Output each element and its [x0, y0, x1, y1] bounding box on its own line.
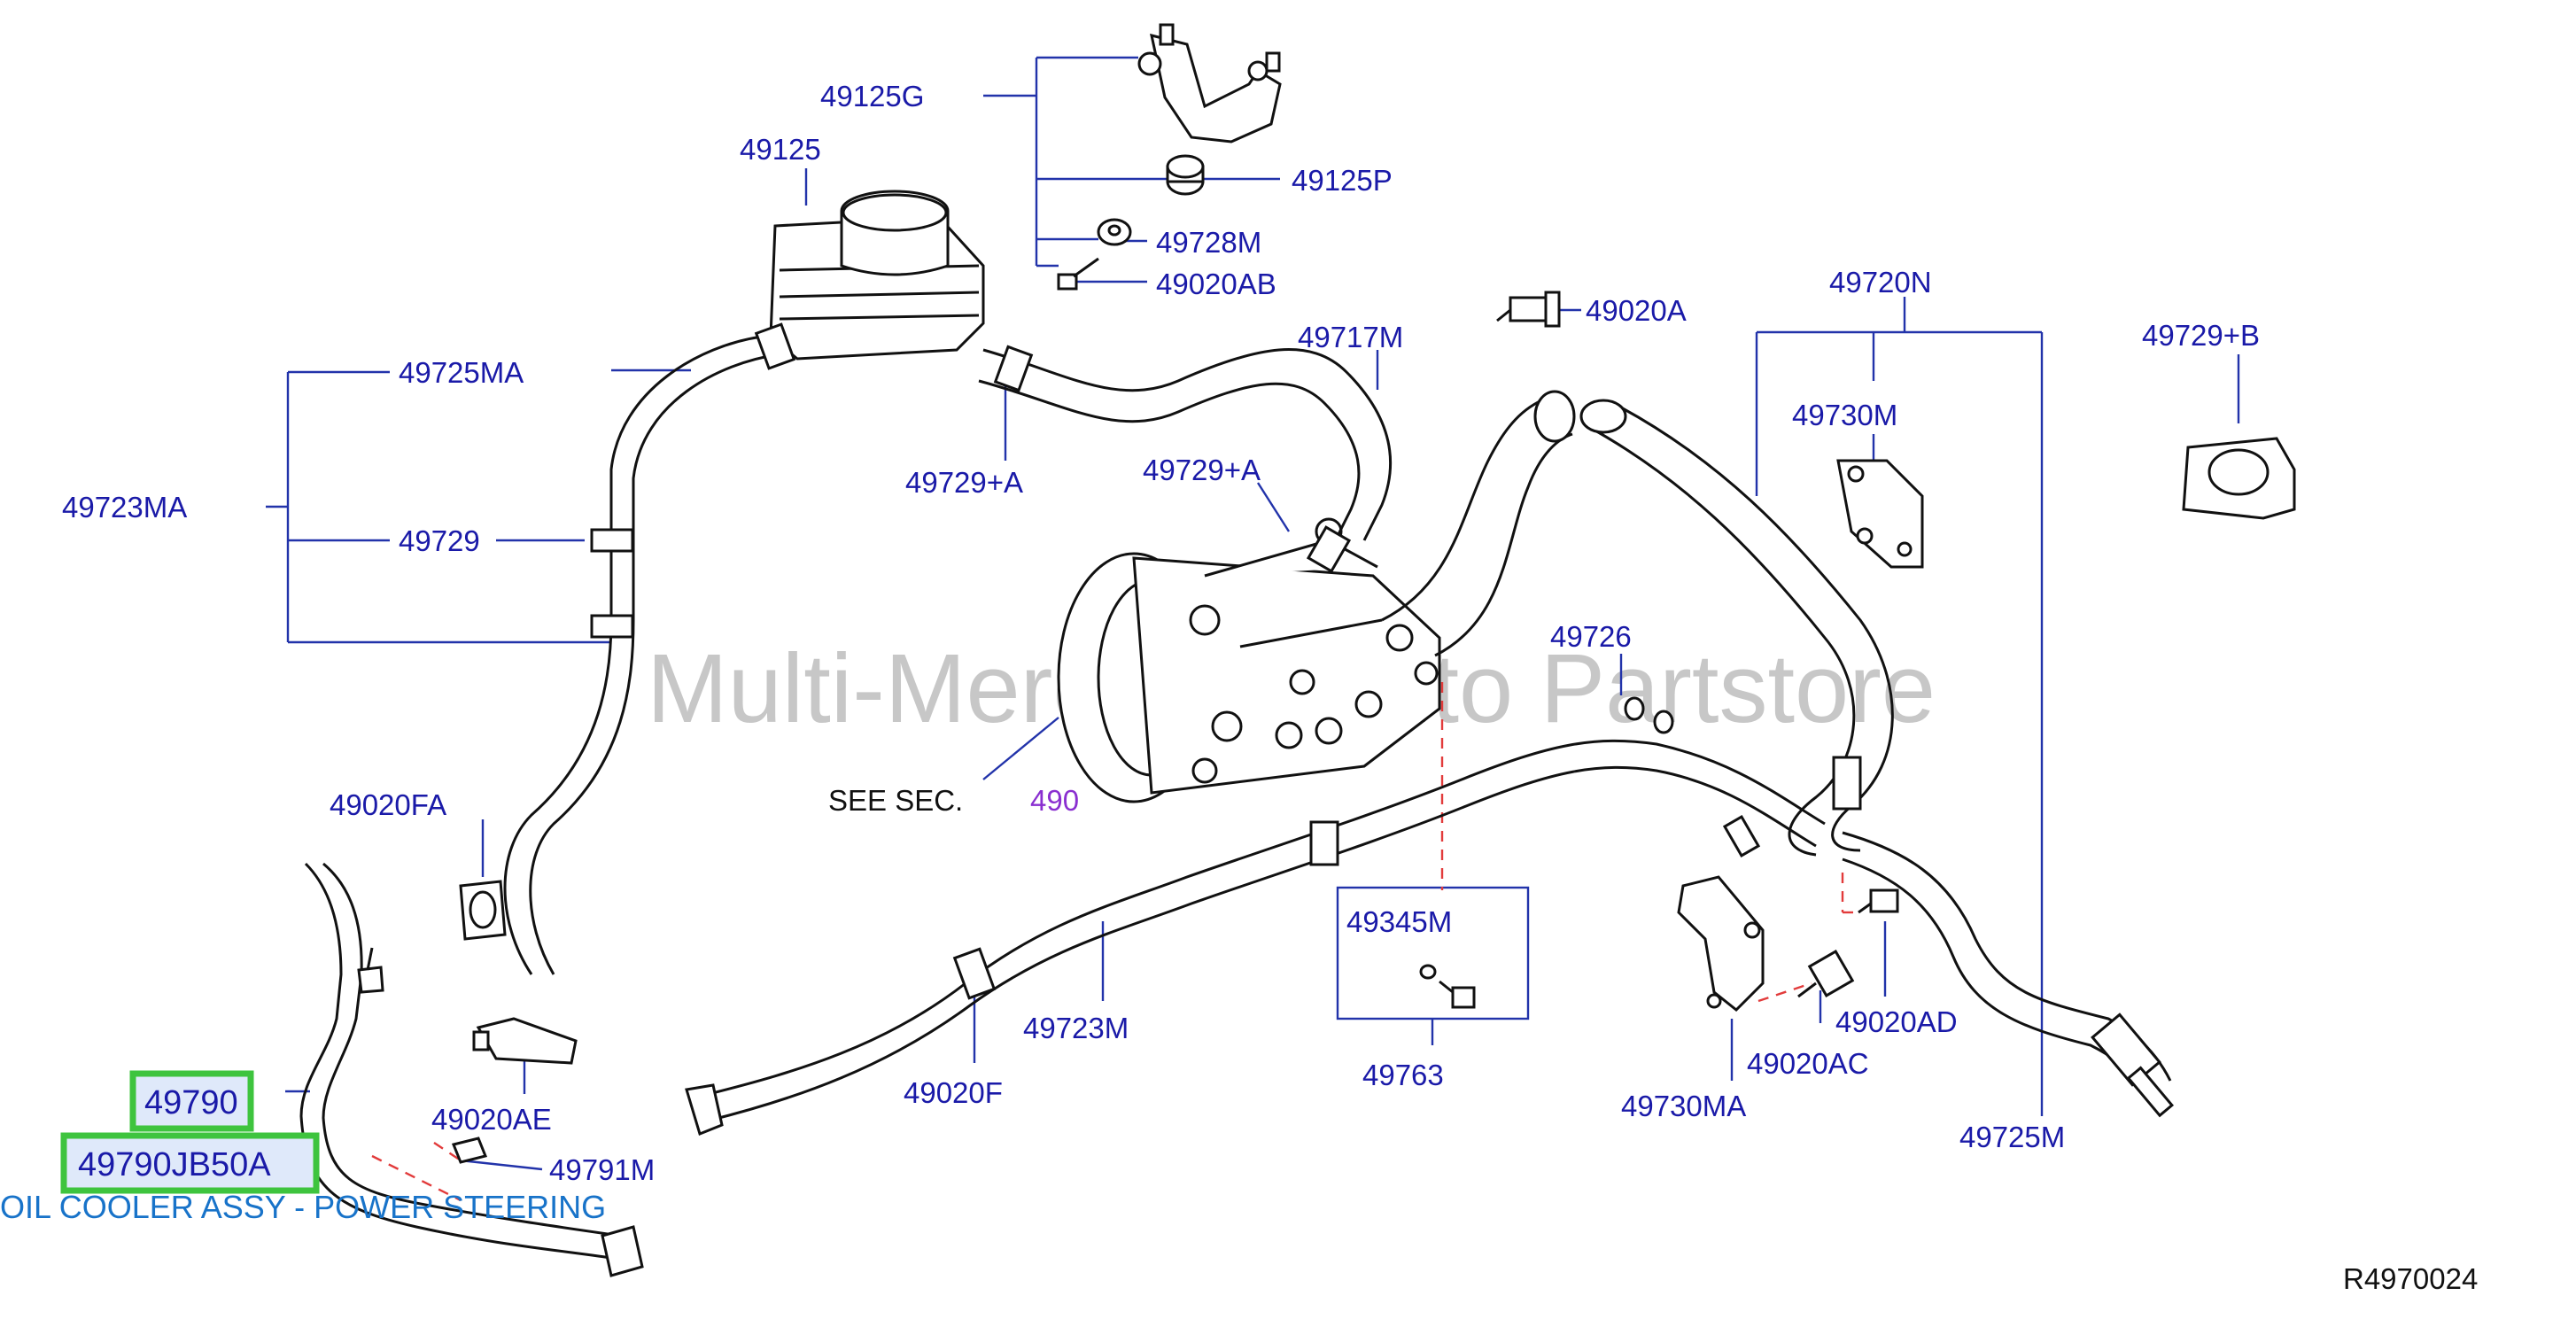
bolt-49020A — [1496, 291, 1561, 328]
reservoir-bracket — [1137, 23, 1282, 144]
label-49729A-2: 49729+A — [1143, 454, 1261, 486]
label-49020F: 49020F — [904, 1076, 1003, 1109]
washer-49728M — [1097, 218, 1132, 246]
label-49717M: 49717M — [1298, 321, 1403, 353]
leader-lines — [266, 56, 2240, 1171]
highlight-part-number[interactable]: 49790 — [144, 1084, 238, 1121]
label-49725MA: 49725MA — [399, 356, 524, 389]
clip-49791M — [451, 1137, 488, 1164]
label-49125: 49125 — [740, 133, 821, 166]
label-49020AD: 49020AD — [1835, 1005, 1958, 1038]
label-49729A-1: 49729+A — [905, 466, 1023, 499]
label-49791M: 49791M — [549, 1153, 655, 1186]
bolt-49763 — [1419, 964, 1476, 1009]
part-labels: 49125G 49125 49125P 49728M 49020AB 49020… — [62, 80, 2478, 1295]
label-section-number: 490 — [1030, 784, 1079, 817]
installation-dashes — [371, 682, 1860, 1202]
label-49729B: 49729+B — [2142, 319, 2260, 352]
label-49723M: 49723M — [1023, 1012, 1129, 1044]
bolt-49020AD — [1858, 888, 1899, 914]
clamp-49729B — [2182, 437, 2296, 520]
clamp-49020FA — [459, 880, 507, 941]
label-49726: 49726 — [1550, 620, 1632, 653]
highlight-description: OIL COOLER ASSY - POWER STEERING — [0, 1189, 606, 1225]
washers-49726 — [1624, 696, 1674, 734]
label-49723MA: 49723MA — [62, 491, 187, 524]
highlight-box-part-number[interactable] — [129, 1070, 254, 1132]
label-49125P: 49125P — [1292, 164, 1393, 197]
label-49020FA: 49020FA — [330, 788, 446, 821]
reservoir-tank — [769, 190, 985, 361]
power-steering-pump — [1057, 517, 1441, 803]
highlighted-part[interactable]: 49790 49790JB50A OIL COOLER ASSY - POWER… — [0, 1070, 606, 1225]
hose-lines — [299, 335, 2175, 1277]
highlight-box-part-code[interactable] — [60, 1132, 320, 1194]
bolt-49020AB — [1057, 257, 1099, 291]
label-49020AE: 49020AE — [431, 1103, 552, 1136]
label-49125G: 49125G — [820, 80, 924, 113]
label-49020AC: 49020AC — [1747, 1047, 1869, 1080]
label-49729: 49729 — [399, 524, 480, 557]
label-see-section: SEE SEC. — [828, 784, 963, 817]
grommet — [1166, 154, 1205, 196]
label-49763: 49763 — [1362, 1059, 1444, 1091]
label-49720N: 49720N — [1829, 266, 1932, 299]
label-49730MA: 49730MA — [1621, 1090, 1746, 1122]
label-49020AB: 49020AB — [1156, 268, 1276, 300]
reference-code: R4970024 — [2343, 1262, 2478, 1295]
label-49020A: 49020A — [1586, 294, 1687, 327]
label-49345M: 49345M — [1346, 905, 1452, 938]
bracket-49730M — [1836, 459, 1924, 569]
highlight-part-code[interactable]: 49790JB50A — [78, 1146, 271, 1183]
bracket-49730MA — [1677, 875, 1765, 1013]
bracket-49020AE — [472, 1017, 578, 1065]
label-49728M: 49728M — [1156, 226, 1261, 259]
hose-clamps — [590, 322, 1862, 1000]
bolt-49020AC — [1797, 949, 1855, 998]
label-49725M: 49725M — [1959, 1121, 2065, 1153]
label-49730M: 49730M — [1792, 399, 1897, 431]
component-artwork — [299, 23, 2296, 1277]
cooler-fitting — [357, 947, 384, 994]
